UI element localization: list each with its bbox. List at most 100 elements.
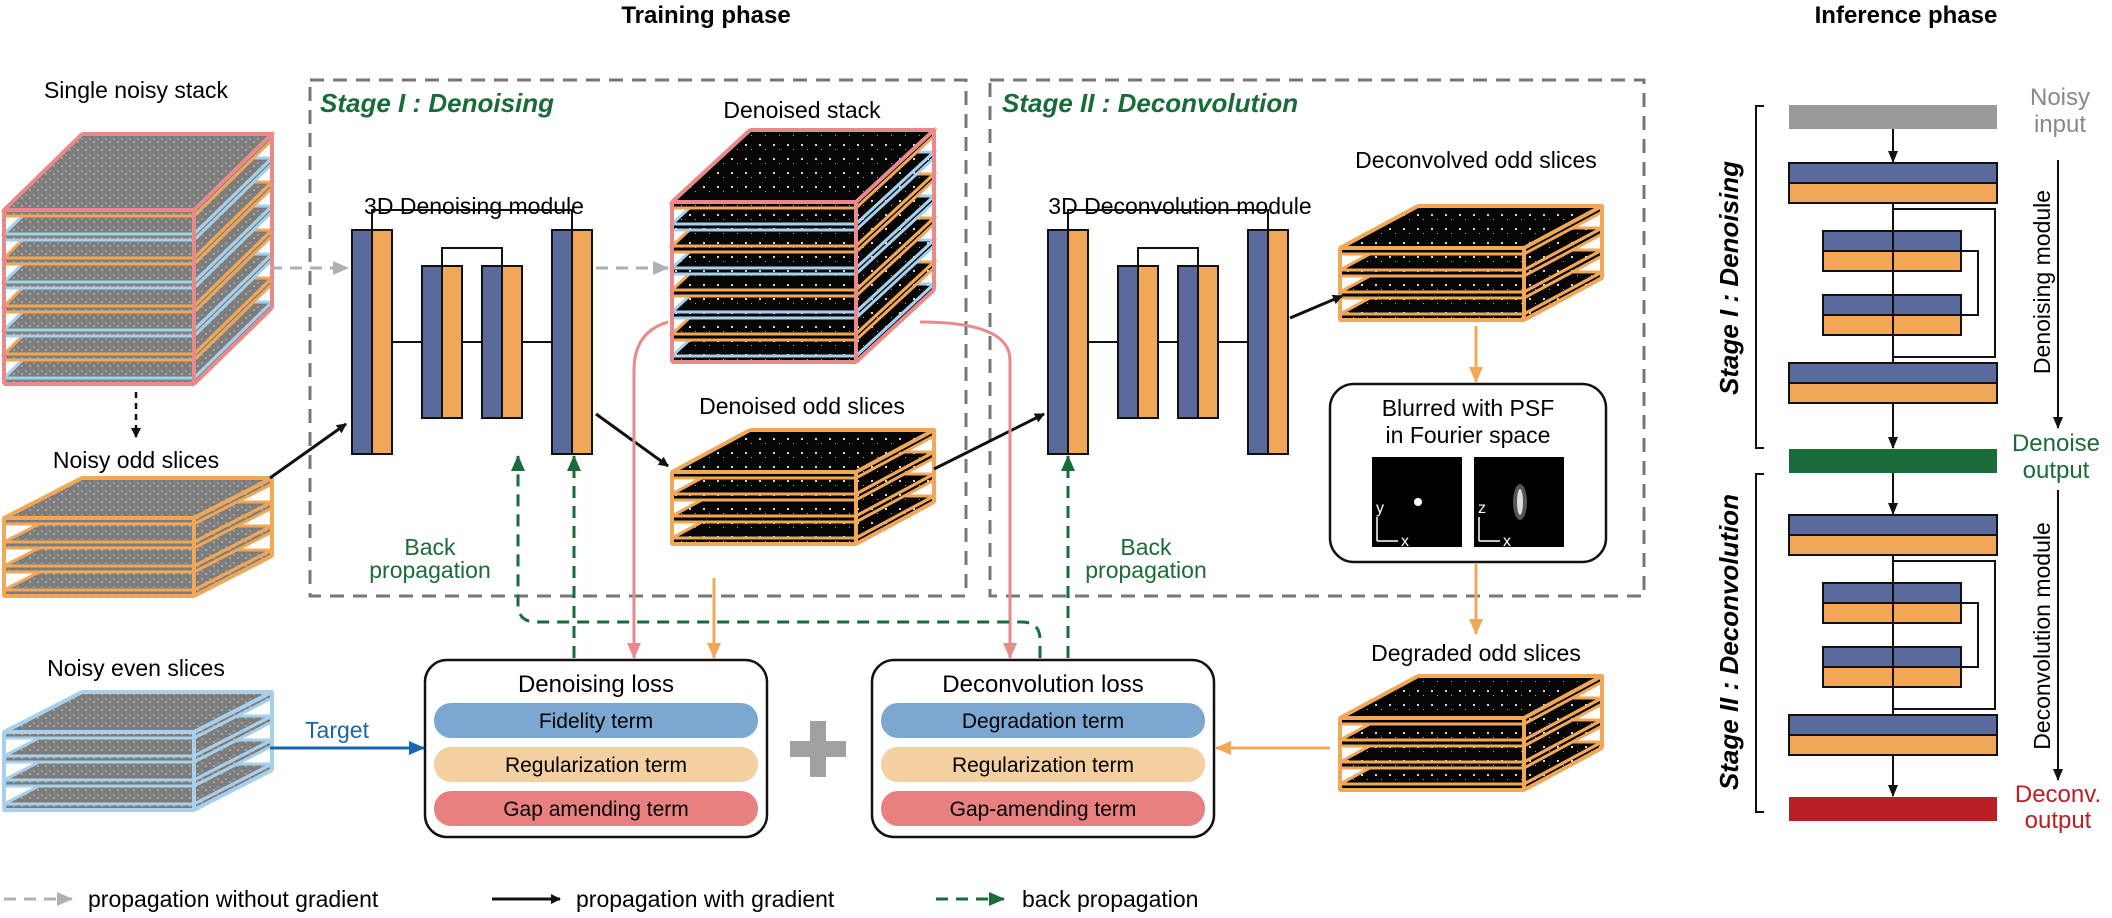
pink-arrow-to-denoising-loss bbox=[627, 320, 669, 659]
slice-top bbox=[672, 130, 934, 202]
slice-top bbox=[1340, 206, 1602, 248]
slice-top bbox=[4, 134, 272, 210]
slice-top bbox=[4, 478, 272, 518]
psf-label-line1: Blurred with PSF bbox=[1382, 395, 1555, 421]
inference-stage2-bracket bbox=[1755, 473, 1764, 813]
deconv-module-label: 3D Deconvolution module bbox=[1048, 193, 1311, 219]
stack-edge bbox=[192, 132, 274, 212]
inference-noisy-input-1: Noisy bbox=[2030, 84, 2090, 111]
deconvolved-odd-slices-label: Deconvolved odd slices bbox=[1355, 147, 1597, 173]
inf-skip-inner bbox=[1961, 602, 1979, 668]
legend-without-gradient: propagation without gradient bbox=[88, 886, 379, 912]
inf-block-bottom bbox=[1788, 382, 1998, 404]
deconv-gap-pill bbox=[881, 791, 1205, 826]
backprop-label-2b: propagation bbox=[1085, 557, 1207, 583]
unet-skip bbox=[371, 209, 573, 230]
inf-block-top bbox=[1788, 514, 1998, 536]
stack-edge bbox=[854, 128, 936, 204]
inf-block-bottom bbox=[1788, 182, 1998, 204]
inf-block-top bbox=[1788, 714, 1998, 736]
inf-block-top bbox=[1788, 162, 1998, 184]
unet-block-right bbox=[1137, 265, 1159, 419]
single-noisy-stack bbox=[0, 130, 276, 388]
psf-xy-v-label: y bbox=[1376, 500, 1384, 517]
stack-edge bbox=[193, 476, 273, 520]
unet-block-left bbox=[1177, 265, 1199, 419]
degraded-odd-stack bbox=[1338, 673, 1604, 793]
stack-edge bbox=[193, 554, 273, 598]
training-phase-title: Training phase bbox=[621, 2, 790, 29]
unet-block-right bbox=[371, 229, 393, 455]
stack-edge bbox=[3, 476, 83, 520]
legend-with-gradient: propagation with gradient bbox=[576, 886, 835, 912]
inference-denoise-output-bar bbox=[1789, 449, 1997, 473]
legend-back-propagation: back propagation bbox=[1022, 886, 1198, 912]
unet-block-right bbox=[1067, 229, 1089, 455]
inference-deconv-output-bar bbox=[1789, 797, 1997, 821]
black-arrow-unet2-to-deconvolved bbox=[1289, 294, 1343, 320]
denoising-gap-term: Gap amending term bbox=[503, 798, 689, 821]
inference-deconv-output-1: Deconv. bbox=[2015, 781, 2101, 808]
denoising-gap-pill bbox=[434, 791, 758, 826]
target-label: Target bbox=[305, 717, 370, 743]
unet-block-left bbox=[551, 229, 573, 455]
stage1-title: Stage I : Denoising bbox=[320, 88, 554, 118]
inference-noisy-input-2: input bbox=[2034, 111, 2086, 138]
inference-stage1-label: Stage I : Denoising bbox=[1714, 161, 1744, 395]
inference-deconv-output-2: output bbox=[2025, 807, 2092, 834]
unet-block-right bbox=[501, 265, 523, 419]
black-arrow-odd-to-unet1 bbox=[269, 422, 347, 480]
stack-edge bbox=[193, 690, 273, 734]
unet-skip bbox=[1137, 247, 1199, 266]
deconv-degradation-term: Degradation term bbox=[962, 710, 1124, 733]
inference-denoise-output-2: output bbox=[2023, 457, 2090, 484]
inference-stage2-label: Stage II : Deconvolution bbox=[1714, 494, 1744, 790]
stack-edge bbox=[1339, 204, 1419, 250]
slice-top bbox=[4, 692, 272, 732]
stack-edge bbox=[1523, 204, 1603, 250]
stack-edge bbox=[1523, 674, 1603, 720]
unet-block-left bbox=[421, 265, 443, 419]
denoised-odd-slices-label: Denoised odd slices bbox=[699, 393, 905, 419]
unet-block-right bbox=[1197, 265, 1219, 419]
denoised-odd-stack bbox=[670, 427, 936, 547]
stack-edge bbox=[855, 500, 935, 546]
slice-top bbox=[1340, 676, 1602, 718]
backprop-arrow-unet1-left bbox=[511, 455, 1042, 658]
stack-edge bbox=[1523, 276, 1603, 322]
unet-block-right bbox=[571, 229, 593, 455]
inf-block-bottom bbox=[1788, 534, 1998, 556]
denoising-regularization-term: Regularization term bbox=[505, 754, 687, 777]
stack-edge bbox=[855, 428, 935, 474]
inference-phase-title: Inference phase bbox=[1815, 2, 1998, 29]
stage2-title: Stage II : Deconvolution bbox=[1002, 88, 1298, 118]
deconv-degradation-pill bbox=[881, 703, 1205, 738]
unet-block-right bbox=[441, 265, 463, 419]
slice-top bbox=[672, 430, 934, 472]
backprop-label-2a: Back bbox=[1120, 534, 1172, 560]
unet-block-left bbox=[1117, 265, 1139, 419]
psf-xz-h-label: x bbox=[1503, 533, 1511, 550]
deconv-regularization-term: Regularization term bbox=[952, 754, 1134, 777]
denoising-fidelity-pill bbox=[434, 703, 758, 738]
noisy-odd-slices-label: Noisy odd slices bbox=[53, 447, 219, 473]
unet-block-left bbox=[1047, 229, 1069, 455]
unet-block-left bbox=[351, 229, 373, 455]
denoising-loss-title: Denoising loss bbox=[518, 671, 674, 698]
inference-noisy-input-bar bbox=[1789, 105, 1997, 129]
psf-xy-spot bbox=[1414, 498, 1422, 506]
inf-skip-inner bbox=[1961, 250, 1979, 316]
stack-edge bbox=[3, 690, 83, 734]
stack-edge bbox=[854, 288, 936, 364]
unet-block-left bbox=[1247, 229, 1269, 455]
psf-label-line2: in Fourier space bbox=[1386, 422, 1551, 448]
stage2-box bbox=[988, 78, 1646, 598]
unet-skip bbox=[441, 247, 503, 266]
noisy-even-slices-label: Noisy even slices bbox=[47, 655, 225, 681]
inference-denoise-output-1: Denoise bbox=[2012, 430, 2100, 457]
unet-block-left bbox=[481, 265, 503, 419]
stack-edge bbox=[192, 306, 274, 386]
noisy-odd-stack bbox=[2, 475, 274, 599]
unet-block-right bbox=[1267, 229, 1289, 455]
deconv-gap-term: Gap-amending term bbox=[950, 798, 1137, 821]
